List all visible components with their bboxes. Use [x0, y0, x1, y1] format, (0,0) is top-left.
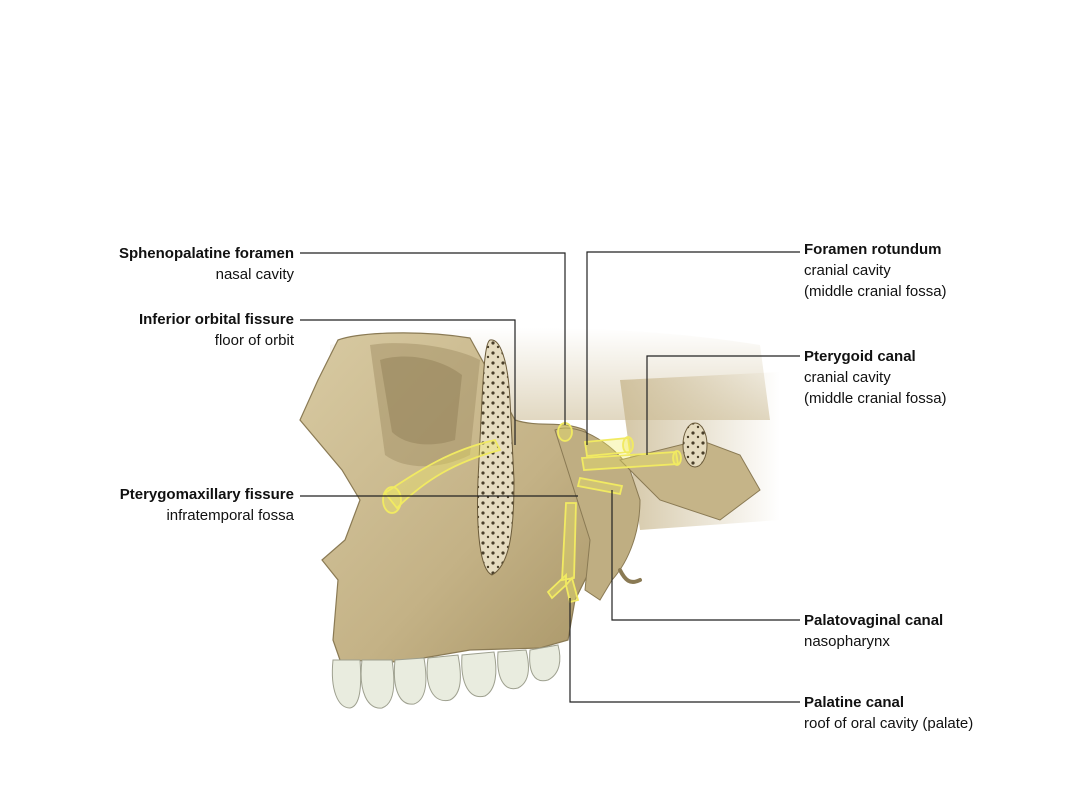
label-pterygomaxillary-fissure: Pterygomaxillary fissure infratemporal f…	[120, 484, 294, 526]
leader-pterygoid-canal	[646, 355, 800, 455]
leader-palatovaginal	[611, 490, 800, 621]
hamulus	[618, 568, 642, 584]
label-foramen-rotundum: Foramen rotundum cranial cavity (middle …	[804, 239, 947, 302]
label-subtitle: floor of orbit	[214, 332, 294, 349]
cut-bone-circle	[682, 422, 708, 468]
label-subtitle: nasal cavity	[215, 266, 294, 283]
label-inferior-orbital-fissure: Inferior orbital fissure floor of orbit	[139, 309, 294, 351]
leader-inferior-orbital	[300, 319, 516, 445]
label-subtitle: nasopharynx	[804, 633, 890, 650]
highlighted-canals	[382, 422, 682, 604]
sphenopalatine-opening	[557, 422, 573, 442]
label-palatine-canal: Palatine canal roof of oral cavity (pala…	[804, 692, 973, 734]
label-title: Palatine canal	[804, 694, 905, 711]
teeth	[331, 644, 561, 709]
palatine-canal	[561, 502, 577, 582]
label-title: Foramen rotundum	[804, 241, 942, 258]
infraorbital-canal	[383, 438, 502, 510]
label-title: Inferior orbital fissure	[138, 311, 294, 328]
label-subtitle: infratemporal fossa	[166, 507, 294, 524]
label-subtitle: roof of oral cavity (palate)	[804, 715, 974, 732]
leader-palatine	[569, 598, 800, 703]
label-pterygoid-canal: Pterygoid canal cranial cavity (middle c…	[804, 346, 947, 409]
label-title: Pterygoid canal	[804, 348, 916, 365]
label-palatovaginal-canal: Palatovaginal canal nasopharynx	[804, 610, 943, 652]
label-sphenopalatine-foramen: Sphenopalatine foramen nasal cavity	[119, 243, 294, 285]
palatovaginal-canal	[576, 476, 624, 496]
label-subtitle: (middle cranial fossa)	[804, 283, 947, 300]
label-title: Sphenopalatine foramen	[118, 245, 294, 262]
label-title: Palatovaginal canal	[804, 612, 944, 629]
label-subtitle: cranial cavity	[804, 369, 891, 386]
leader-lines	[300, 251, 800, 703]
leader-foramen-rotundum	[586, 251, 800, 445]
leader-sphenopalatine	[300, 252, 566, 425]
label-title: Pterygomaxillary fissure	[119, 486, 294, 503]
label-subtitle: cranial cavity	[804, 262, 891, 279]
cut-section	[477, 339, 515, 576]
label-subtitle: (middle cranial fossa)	[804, 390, 947, 407]
orbit-floor	[370, 343, 480, 467]
